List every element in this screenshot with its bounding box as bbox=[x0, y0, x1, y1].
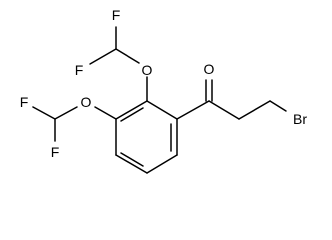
bond bbox=[176, 100, 210, 120]
benzene-ring bbox=[115, 100, 178, 174]
molecule-structure: O F F O F F O Br bbox=[20, 7, 307, 174]
bond bbox=[115, 48, 140, 64]
ring-bond bbox=[115, 100, 148, 120]
fluorine-label: F bbox=[20, 94, 29, 110]
fluorine-label: F bbox=[112, 7, 121, 23]
bond bbox=[269, 100, 287, 112]
fluorine-label: F bbox=[75, 62, 84, 78]
fluorine-label: F bbox=[51, 144, 60, 160]
ring-double-bond bbox=[120, 152, 144, 167]
difluoromethoxy-top: O F F bbox=[75, 7, 153, 102]
oxygen-top-label: O bbox=[142, 62, 153, 78]
bond bbox=[94, 106, 117, 120]
bromine-label: Br bbox=[293, 111, 307, 127]
bromopropanoyl-chain: O Br bbox=[176, 61, 307, 127]
bond bbox=[238, 100, 271, 120]
bond bbox=[32, 106, 56, 120]
bond bbox=[54, 106, 78, 120]
bond bbox=[89, 48, 117, 65]
oxygen-carbonyl-label: O bbox=[204, 61, 215, 77]
ring-bond bbox=[146, 100, 178, 120]
ring-double-bond bbox=[120, 107, 144, 122]
oxygen-left-label: O bbox=[81, 94, 92, 110]
difluoromethoxy-left: O F F bbox=[20, 94, 117, 160]
ring-bond bbox=[146, 154, 178, 174]
ring-bond bbox=[115, 154, 148, 174]
bond bbox=[208, 100, 240, 120]
